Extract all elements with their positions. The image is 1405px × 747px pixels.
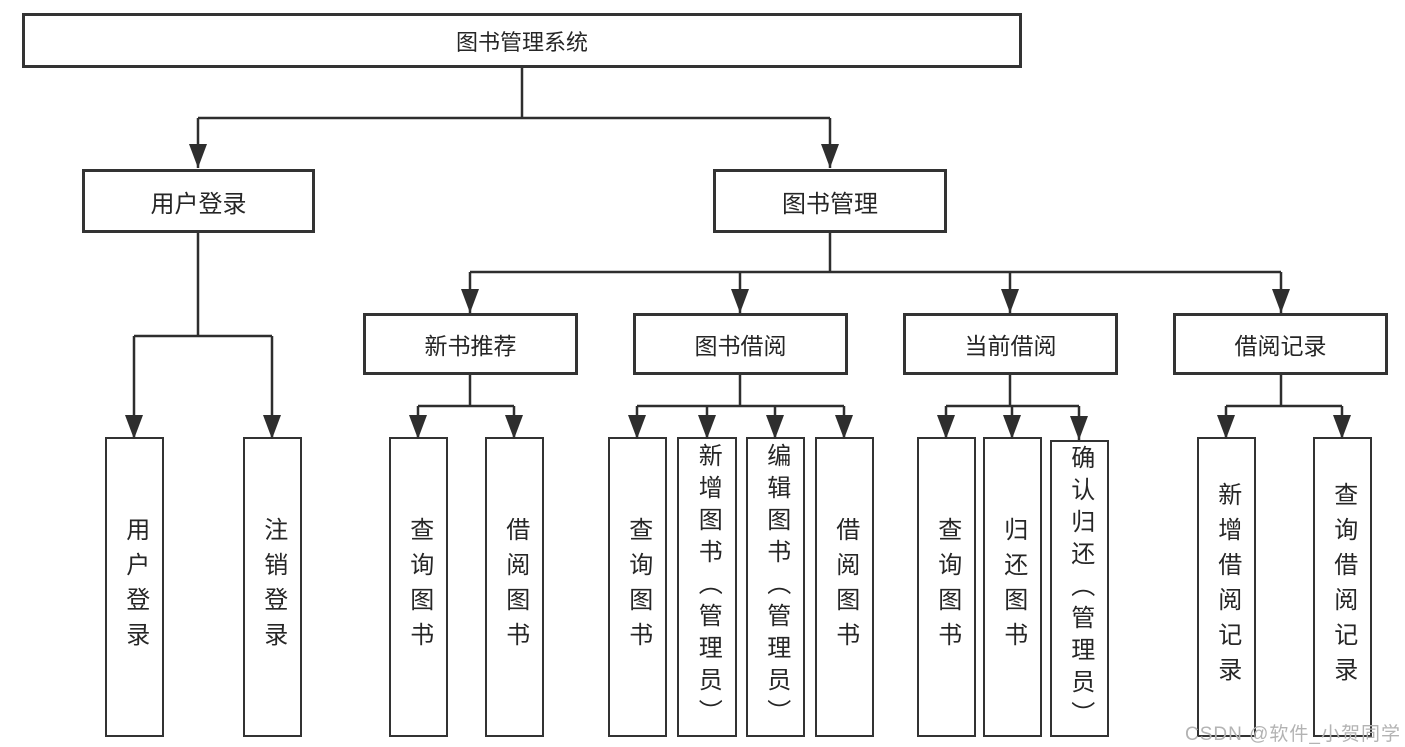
node-label: 编辑图书（管理员） <box>762 443 790 731</box>
node-label: 注销登录 <box>259 517 287 657</box>
node-label: 新书推荐 <box>424 333 517 359</box>
node-root-library-system: 图书管理系统 <box>22 13 1022 68</box>
node-label: 借阅图书 <box>831 517 859 657</box>
node-label: 借阅记录 <box>1234 333 1327 359</box>
node-label: 图书借阅 <box>694 333 787 359</box>
node-label: 借阅图书 <box>501 517 529 657</box>
leaf-confirm-return-admin: 确认归还（管理员） <box>1050 440 1109 737</box>
node-label: 查询图书 <box>624 517 652 657</box>
leaf-logout-login: 注销登录 <box>243 437 302 737</box>
node-book-management: 图书管理 <box>713 169 947 233</box>
leaf-query-books-borrowing: 查询图书 <box>608 437 667 737</box>
edges-borrowing-records <box>1217 375 1351 439</box>
node-new-book-recommend: 新书推荐 <box>363 313 578 375</box>
node-label: 用户登录 <box>150 190 247 218</box>
node-label: 图书管理 <box>782 190 878 218</box>
node-label: 查询图书 <box>405 517 433 657</box>
node-label: 查询借阅记录 <box>1329 482 1357 692</box>
edges-book-management <box>461 233 1290 313</box>
leaf-query-books-current: 查询图书 <box>917 437 976 737</box>
edges-user-login <box>125 233 281 439</box>
leaf-borrow-books-borrowing: 借阅图书 <box>815 437 874 737</box>
leaf-return-books: 归还图书 <box>983 437 1042 737</box>
node-label: 查询图书 <box>933 517 961 657</box>
node-label: 新增借阅记录 <box>1213 482 1241 692</box>
node-label: 归还图书 <box>999 517 1027 657</box>
edges-current-borrowing <box>937 375 1088 440</box>
node-borrowing-records: 借阅记录 <box>1173 313 1388 375</box>
node-label: 确认归还（管理员） <box>1066 444 1094 733</box>
node-user-login: 用户登录 <box>82 169 315 233</box>
leaf-edit-books-admin: 编辑图书（管理员） <box>746 437 805 737</box>
csdn-watermark: CSDN @软件_小贺同学 <box>1185 724 1401 745</box>
leaf-add-borrow-record: 新增借阅记录 <box>1197 437 1256 737</box>
node-label: 当前借阅 <box>964 333 1057 359</box>
node-book-borrowing: 图书借阅 <box>633 313 848 375</box>
node-current-borrowing: 当前借阅 <box>903 313 1118 375</box>
leaf-user-login: 用户登录 <box>105 437 164 737</box>
node-label: 用户登录 <box>121 517 149 657</box>
leaf-borrow-books-recommend: 借阅图书 <box>485 437 544 737</box>
edges-new-book-recommend <box>409 375 523 439</box>
edges-root <box>189 68 839 168</box>
leaf-add-books-admin: 新增图书（管理员） <box>677 437 737 737</box>
node-label: 新增图书（管理员） <box>694 443 722 731</box>
leaf-query-books-recommend: 查询图书 <box>389 437 448 737</box>
leaf-query-borrow-record: 查询借阅记录 <box>1313 437 1372 737</box>
edges-book-borrowing <box>628 375 853 439</box>
node-label: 图书管理系统 <box>455 29 588 55</box>
